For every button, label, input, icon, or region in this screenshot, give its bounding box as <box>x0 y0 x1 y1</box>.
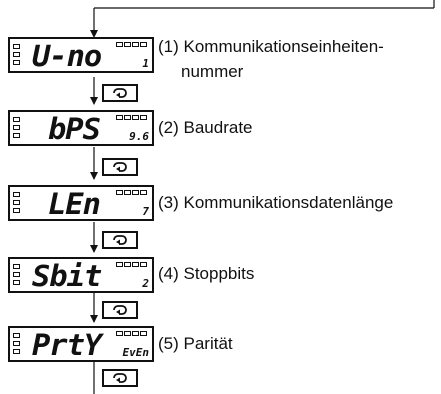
indicator-lamp <box>13 60 20 65</box>
mode-key-icon <box>113 305 127 315</box>
status-lamp <box>124 115 131 120</box>
status-lamp <box>124 42 131 47</box>
status-lamp <box>116 262 123 267</box>
mode-key-icon <box>102 231 138 249</box>
status-lamp <box>116 331 123 336</box>
display-stop-bits: Sbit 2 <box>8 257 154 293</box>
display-parity: PrtY EvEn <box>8 326 154 362</box>
mode-key-icon <box>113 162 127 172</box>
status-lamp <box>116 42 123 47</box>
arrow-head-4 <box>90 245 98 253</box>
status-lamp <box>124 190 131 195</box>
mode-key-icon <box>113 235 127 245</box>
display-value: 2 <box>142 277 149 290</box>
indicator-lamp <box>13 280 20 285</box>
status-lamp <box>132 331 139 336</box>
step-label: (3) Kommunikationsdatenlänge <box>158 193 394 212</box>
display-parameter: LEn <box>48 187 101 221</box>
mode-key-icon <box>102 301 138 319</box>
arrow-head-2 <box>90 97 98 105</box>
indicator-lamp <box>13 208 20 213</box>
step-label-continued: nummer <box>181 62 244 81</box>
indicator-lamp <box>13 349 20 354</box>
mode-key-icon <box>113 88 127 98</box>
status-lamp <box>140 42 147 47</box>
indicator-lamp <box>13 125 20 130</box>
status-lamp <box>116 115 123 120</box>
status-lamp <box>132 42 139 47</box>
indicator-lamp <box>13 117 20 122</box>
status-lamp <box>132 115 139 120</box>
indicator-lamp <box>13 133 20 138</box>
status-lamp <box>124 262 131 267</box>
indicator-lamp <box>13 341 20 346</box>
mode-key-icon <box>102 84 138 102</box>
status-lamp <box>124 331 131 336</box>
status-lamp <box>140 262 147 267</box>
arrow-head-3 <box>90 172 98 180</box>
step-label: (4) Stoppbits <box>158 264 255 283</box>
indicator-lamp <box>13 200 20 205</box>
status-lamp <box>140 331 147 336</box>
display-unit-number: U-no 1 <box>8 37 154 73</box>
display-parameter: U-no <box>32 39 102 73</box>
display-parameter: bPS <box>48 112 101 146</box>
display-baud-rate: bPS 9.6 <box>8 110 154 146</box>
display-data-length: LEn 7 <box>8 185 154 221</box>
mode-key-icon <box>102 158 138 176</box>
step-label: (5) Parität <box>158 334 233 353</box>
arrow-head-1 <box>90 30 98 38</box>
display-parameter: PrtY <box>32 328 102 362</box>
mode-key-icon <box>102 369 138 387</box>
indicator-lamp <box>13 52 20 57</box>
status-lamp <box>140 190 147 195</box>
display-value: 1 <box>142 57 149 70</box>
indicator-lamp <box>13 192 20 197</box>
mode-key-icon <box>113 373 127 383</box>
display-value: EvEn <box>122 346 150 359</box>
display-parameter: Sbit <box>32 259 102 293</box>
status-lamp <box>132 190 139 195</box>
display-value: 9.6 <box>129 130 149 143</box>
status-lamp <box>132 262 139 267</box>
indicator-lamp <box>13 333 20 338</box>
display-value: 7 <box>142 205 149 218</box>
indicator-lamp <box>13 44 20 49</box>
indicator-lamp <box>13 272 20 277</box>
status-lamp <box>140 115 147 120</box>
indicator-lamp <box>13 264 20 269</box>
arrow-head-5 <box>90 315 98 323</box>
step-label: (1) Kommunikationseinheiten- <box>158 37 384 56</box>
status-lamp <box>116 190 123 195</box>
step-label: (2) Baudrate <box>158 118 253 137</box>
